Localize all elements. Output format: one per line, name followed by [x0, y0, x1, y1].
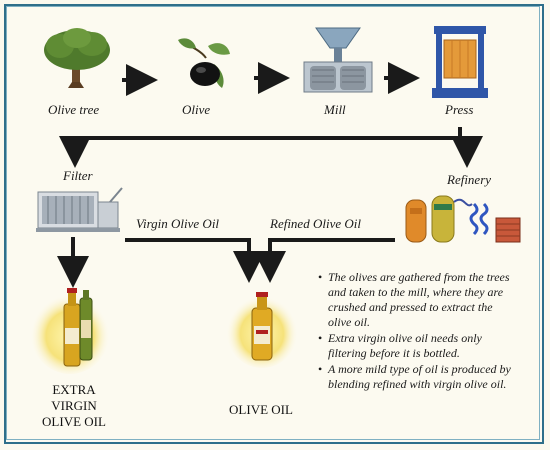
caption-extra-virgin-line-2: VIRGIN — [51, 398, 97, 413]
diagram-inner-frame — [6, 6, 540, 440]
notes-list: • The olives are gathered from the trees … — [318, 270, 518, 393]
olive-oil-bottle-icon — [226, 292, 298, 368]
caption-extra-virgin: EXTRA VIRGIN OLIVE OIL — [36, 382, 112, 430]
bullet-icon: • — [318, 331, 323, 345]
refinery-icon — [405, 195, 521, 243]
caption-extra-virgin-line-1: EXTRA — [52, 382, 96, 397]
label-refined-olive-oil: Refined Olive Oil — [270, 216, 361, 231]
label-olive-tree: Olive tree — [48, 102, 100, 117]
bullet-icon: • — [318, 362, 323, 376]
arrow-virgin-oil — [125, 238, 265, 283]
mill-icon — [303, 27, 373, 93]
note-text-1: The olives are gathered from the trees a… — [328, 270, 510, 329]
arrow-press-to-filter — [59, 127, 462, 168]
note-item: • A more mild type of oil is produced by … — [318, 362, 518, 392]
label-filter: Filter — [63, 168, 93, 183]
label-mill: Mill — [324, 102, 346, 117]
note-item: • The olives are gathered from the trees … — [318, 270, 518, 330]
filter-icon — [36, 187, 123, 232]
label-refinery: Refinery — [447, 172, 492, 187]
label-press: Press — [445, 102, 474, 117]
bullet-icon: • — [318, 270, 323, 284]
label-virgin-olive-oil: Virgin Olive Oil — [136, 216, 220, 231]
note-text-3: A more mild type of oil is produced by b… — [328, 362, 511, 391]
caption-olive-oil: OLIVE OIL — [229, 402, 293, 417]
arrow-refined-oil — [254, 238, 395, 283]
note-item: • Extra virgin olive oil needs only filte… — [318, 331, 518, 361]
extra-virgin-bottles-icon — [30, 288, 110, 374]
press-icon — [432, 26, 488, 98]
olive-tree-icon — [44, 28, 110, 88]
note-text-2: Extra virgin olive oil needs only filter… — [328, 331, 482, 360]
olive-icon — [178, 38, 230, 88]
label-olive: Olive — [182, 102, 211, 117]
caption-extra-virgin-line-3: OLIVE OIL — [42, 414, 106, 429]
